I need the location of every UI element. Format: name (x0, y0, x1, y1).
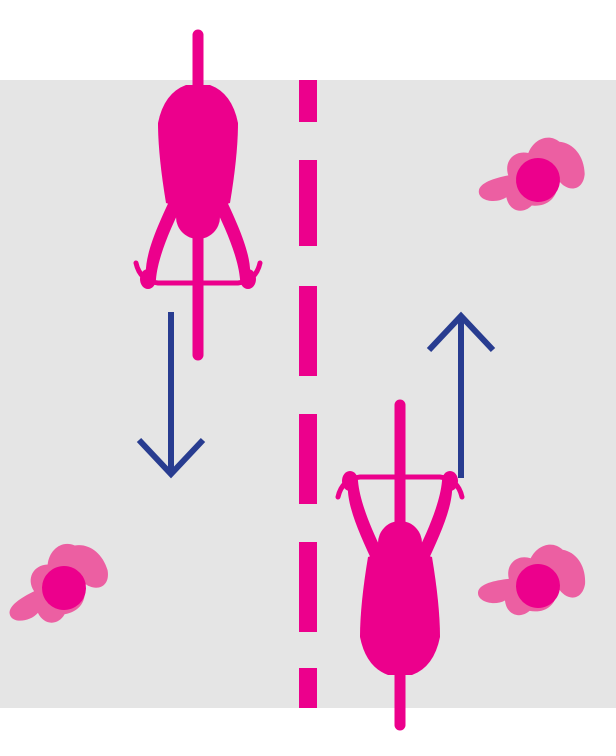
bike-lane-diagram (0, 0, 616, 756)
